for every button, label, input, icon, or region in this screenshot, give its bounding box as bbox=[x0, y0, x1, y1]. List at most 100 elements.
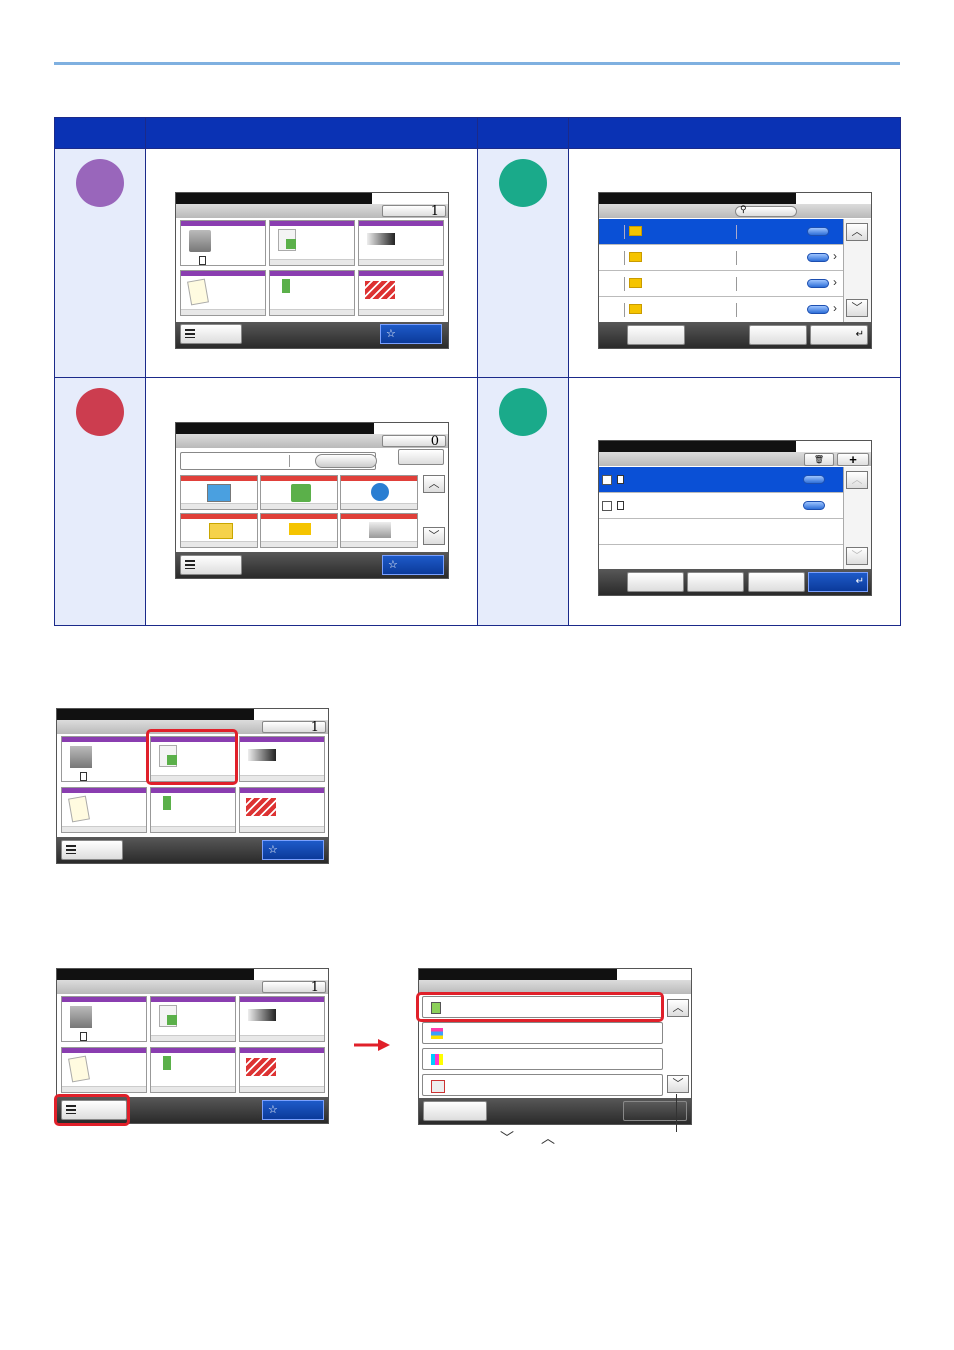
collate-tile[interactable] bbox=[150, 787, 236, 833]
enter-icon: ↵ bbox=[855, 576, 864, 587]
scroll-up-button[interactable]: ︿ bbox=[423, 475, 445, 493]
ok-button[interactable] bbox=[623, 1101, 687, 1121]
favorites-button[interactable]: ☆ bbox=[262, 1100, 324, 1120]
function-menu-button[interactable] bbox=[61, 1100, 127, 1120]
check-button[interactable] bbox=[315, 454, 377, 468]
density-tile[interactable] bbox=[239, 996, 325, 1042]
table-header-cell bbox=[54, 117, 146, 149]
scroll-down-button[interactable]: ﹀ bbox=[423, 527, 445, 545]
scroll-up-button[interactable]: ︿ bbox=[846, 471, 868, 489]
menu-item[interactable] bbox=[422, 1048, 663, 1070]
fax-tile[interactable] bbox=[340, 513, 418, 548]
folder-icon bbox=[629, 226, 642, 236]
copies-counter: 1 bbox=[262, 981, 326, 994]
list-item[interactable] bbox=[599, 493, 843, 519]
function-menu-button[interactable] bbox=[180, 555, 242, 575]
page-number-tile[interactable] bbox=[239, 787, 325, 833]
panel-status-bar bbox=[176, 434, 448, 448]
collate-tile[interactable] bbox=[150, 1047, 236, 1093]
function-menu-button[interactable] bbox=[180, 324, 242, 344]
table-cell bbox=[54, 148, 146, 378]
counter-button[interactable] bbox=[398, 449, 444, 465]
header-rule bbox=[54, 62, 900, 65]
footer-button[interactable] bbox=[627, 572, 684, 592]
table-cell bbox=[477, 377, 569, 626]
list-item[interactable] bbox=[599, 219, 843, 245]
checkbox[interactable] bbox=[602, 475, 612, 485]
highlight-box bbox=[416, 992, 664, 1022]
combine-tile[interactable] bbox=[180, 270, 266, 316]
folder-tile[interactable] bbox=[260, 475, 338, 510]
folder-icon bbox=[629, 278, 642, 288]
favorites-button[interactable]: ☆ bbox=[380, 324, 442, 344]
detail-button[interactable] bbox=[807, 279, 829, 288]
detail-button[interactable] bbox=[807, 227, 829, 236]
table-header-row bbox=[54, 117, 901, 149]
checkbox[interactable] bbox=[602, 501, 612, 511]
scroll-up-button[interactable]: ︿ bbox=[846, 223, 868, 241]
network-tile[interactable] bbox=[340, 475, 418, 510]
close-button[interactable] bbox=[423, 1101, 487, 1121]
page-number-tile[interactable] bbox=[358, 270, 444, 316]
table-cell bbox=[54, 377, 146, 626]
footer-button[interactable] bbox=[687, 572, 744, 592]
detail-button[interactable] bbox=[803, 475, 825, 484]
menu-item[interactable] bbox=[422, 1074, 663, 1096]
destination-entry-field[interactable] bbox=[180, 452, 377, 470]
duplex-tile[interactable] bbox=[150, 736, 236, 782]
ok-button[interactable]: ↵ bbox=[808, 572, 868, 592]
function-menu-button[interactable] bbox=[61, 840, 123, 860]
panel-title-bar bbox=[599, 441, 796, 452]
favorites-button[interactable]: ☆ bbox=[382, 555, 444, 575]
page-number-tile[interactable] bbox=[239, 1047, 325, 1093]
highlight-box bbox=[146, 729, 238, 785]
detail-button[interactable] bbox=[803, 501, 825, 510]
scroll-down-button[interactable]: ﹀ bbox=[846, 547, 868, 565]
add-button[interactable]: + bbox=[837, 453, 869, 466]
footer-button[interactable] bbox=[748, 572, 805, 592]
search-button[interactable]: ⚲ bbox=[735, 204, 797, 217]
delete-button[interactable]: 🗑 bbox=[804, 453, 834, 466]
list-item[interactable]: › bbox=[599, 297, 843, 323]
enter-icon: ↵ bbox=[855, 329, 864, 340]
copy-tile[interactable] bbox=[61, 736, 147, 782]
detail-button[interactable] bbox=[807, 253, 829, 262]
copy-tile[interactable] bbox=[61, 996, 147, 1042]
star-icon: ☆ bbox=[386, 328, 396, 340]
combine-tile[interactable] bbox=[61, 787, 147, 833]
chevron-right-icon: › bbox=[833, 249, 837, 263]
ok-button[interactable]: ↵ bbox=[810, 325, 868, 345]
list-item bbox=[599, 545, 843, 571]
collate-tile[interactable] bbox=[269, 270, 355, 316]
menu-item[interactable] bbox=[422, 1022, 663, 1044]
home-screen-function-panel: 1 ☆ bbox=[56, 968, 329, 1124]
address-book-tile[interactable] bbox=[180, 475, 258, 510]
list-item[interactable]: › bbox=[599, 245, 843, 271]
scroll-down-button[interactable]: ﹀ bbox=[846, 299, 868, 317]
scroll-up-button[interactable]: ︿ bbox=[667, 999, 689, 1017]
table-header-cell bbox=[477, 117, 569, 149]
detail-button[interactable] bbox=[807, 305, 829, 314]
collate-icon bbox=[163, 1056, 171, 1070]
favorites-button[interactable]: ☆ bbox=[262, 840, 324, 860]
email-tile[interactable] bbox=[180, 513, 258, 548]
footer-button[interactable] bbox=[749, 325, 807, 345]
folder-list-panel: ⚲ › › › ︿ ﹀ ↵ bbox=[598, 192, 872, 349]
printer-icon bbox=[70, 1006, 92, 1028]
table-header-cell bbox=[568, 117, 901, 149]
list-item[interactable]: › bbox=[599, 271, 843, 297]
green-arrow-icon bbox=[167, 1015, 177, 1025]
footer-button[interactable] bbox=[627, 325, 685, 345]
combine-tile[interactable] bbox=[61, 1047, 147, 1093]
list-item[interactable] bbox=[599, 467, 843, 493]
duplex-tile[interactable] bbox=[150, 996, 236, 1042]
density-tile[interactable] bbox=[358, 220, 444, 266]
density-icon bbox=[248, 1009, 276, 1021]
density-tile[interactable] bbox=[239, 736, 325, 782]
list-icon bbox=[66, 1105, 76, 1114]
duplex-tile[interactable] bbox=[269, 220, 355, 266]
scroll-down-button[interactable]: ﹀ bbox=[667, 1075, 689, 1093]
smb-tile[interactable] bbox=[260, 513, 338, 548]
copy-tile[interactable] bbox=[180, 220, 266, 266]
green-folder-icon bbox=[291, 484, 311, 502]
